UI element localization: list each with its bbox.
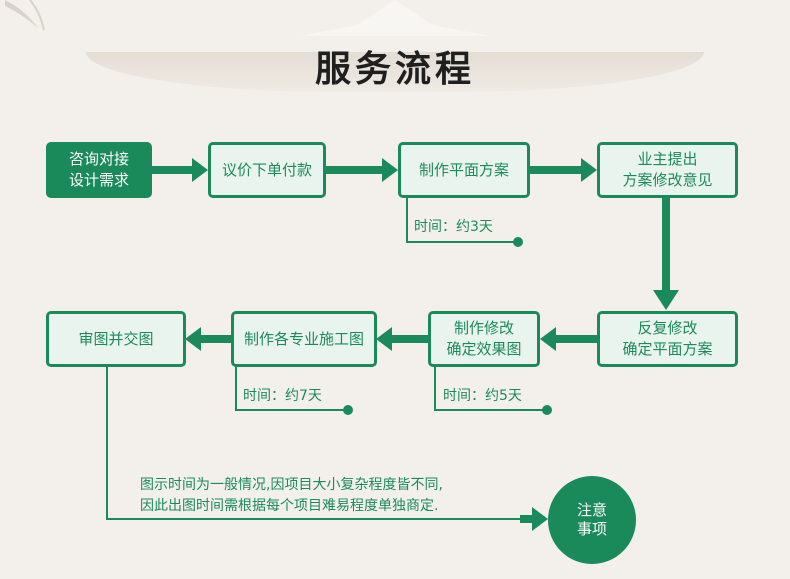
notice-label-2: 事项 (576, 520, 607, 538)
step-label: 制作修改 (453, 319, 514, 337)
step-consult: 咨询对接设计需求 (46, 142, 152, 198)
step-construction: 制作各专业施工图 (231, 311, 377, 367)
notice-line (106, 366, 522, 520)
note-line-1: 图示时间为一般情况,因项目大小复杂程度皆不同, (140, 477, 443, 493)
step-label: 反复修改 (637, 319, 698, 337)
step-order: 议价下单付款 (208, 142, 326, 198)
duration-render: 时间：约5天 (443, 388, 522, 404)
step-label: 确定效果图 (446, 340, 522, 358)
notice-label-1: 注意 (576, 501, 607, 519)
timeline-construction (235, 366, 346, 411)
step-feedback: 业主提出方案修改意见 (597, 142, 738, 198)
arrow-7-8 (185, 327, 231, 351)
timeline-plan (406, 198, 516, 243)
timeline-dot-plan (513, 237, 523, 247)
arrow-3-4 (529, 158, 597, 182)
step-label: 业主提出 (637, 150, 698, 168)
step-label: 制作平面方案 (418, 160, 509, 179)
step-label: 方案修改意见 (622, 171, 713, 189)
arrow-2-3 (325, 158, 398, 182)
step-label: 制作各专业施工图 (243, 329, 364, 348)
note-line-2: 因此出图时间需根据每个项目难易程度单独商定. (140, 498, 439, 514)
step-plan: 制作平面方案 (398, 142, 530, 198)
step-revise: 反复修改确定平面方案 (597, 311, 738, 367)
arrow-1-2 (152, 158, 208, 182)
arrow-5-6 (540, 327, 597, 351)
leaf-decoration (5, 0, 45, 31)
duration-construction: 时间：约7天 (243, 388, 322, 404)
arrow-to-notice (520, 507, 548, 531)
step-label: 设计需求 (68, 171, 129, 189)
step-label: 审图并交图 (78, 329, 154, 348)
step-label: 咨询对接 (68, 150, 129, 168)
step-render: 制作修改确定效果图 (428, 311, 540, 367)
timeline-dot-construction (343, 405, 353, 415)
step-label: 确定平面方案 (622, 340, 713, 358)
notice-badge: 注意 事项 (548, 476, 636, 564)
step-review: 审图并交图 (46, 311, 186, 367)
duration-plan: 时间：约3天 (414, 219, 493, 235)
timeline-dot-render (542, 405, 552, 415)
step-label: 议价下单付款 (221, 160, 312, 179)
arrow-4-5 (653, 198, 679, 310)
timeline-render (434, 366, 545, 411)
arrow-6-7 (376, 327, 428, 351)
page-title: 服务流程 (314, 48, 475, 90)
